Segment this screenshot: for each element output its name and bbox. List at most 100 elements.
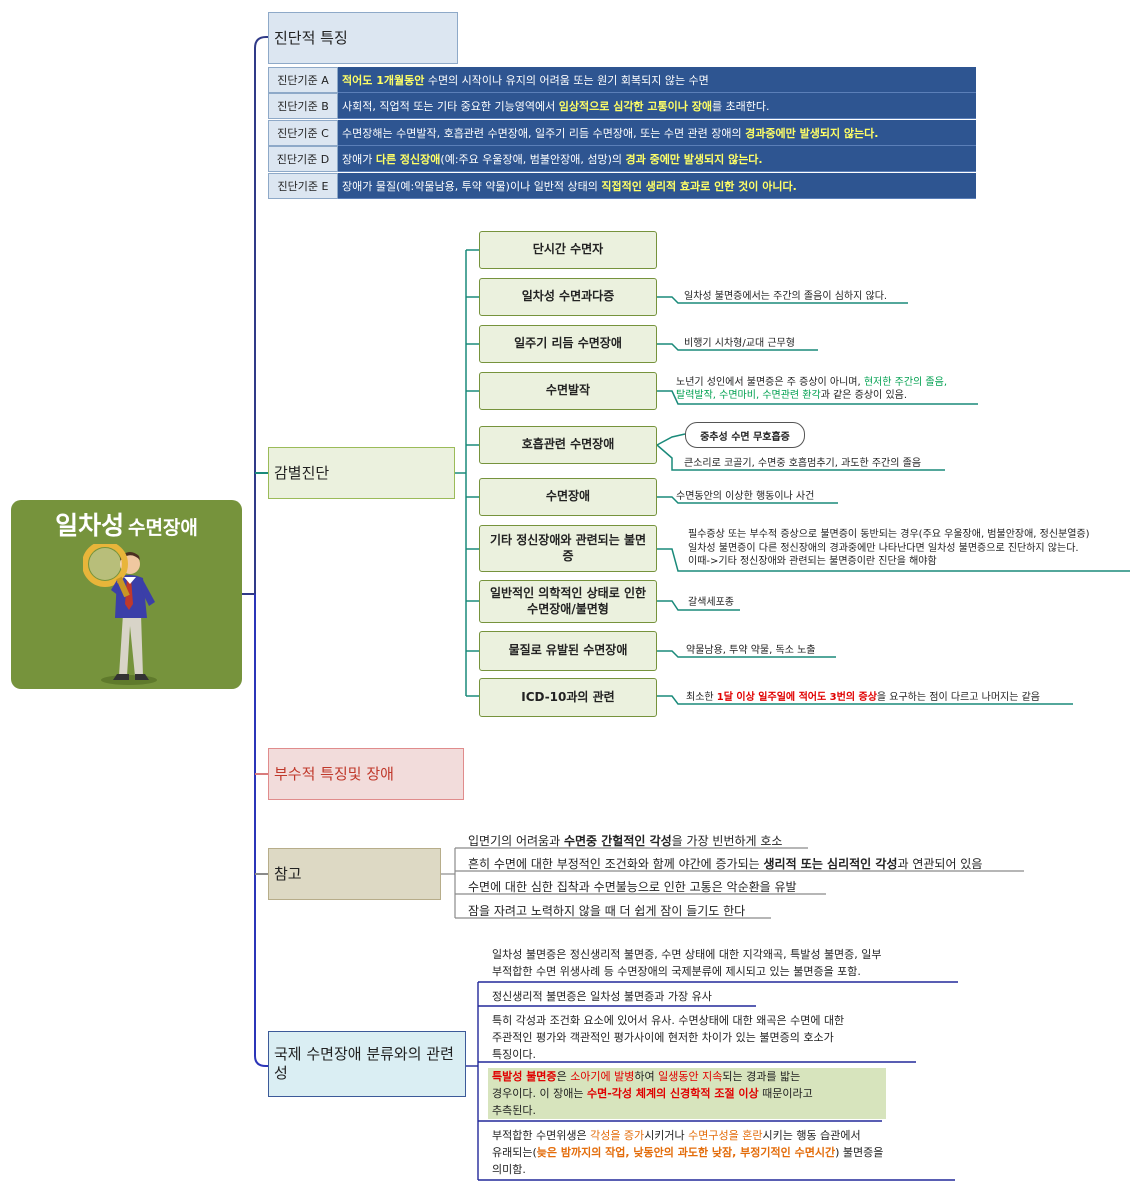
- note-highlight: 탈력발작, 수면마비, 수면관련 환각: [676, 390, 821, 401]
- relation-para-2: 정신생리적 불면증은 일차성 불면증과 가장 유사: [492, 990, 712, 1003]
- note-breathing: 큰소리로 코골기, 수면중 호흡멈추기, 과도한 주간의 졸음: [684, 458, 922, 469]
- sub-label: 단시간 수면자: [532, 242, 604, 257]
- businessman-magnifier-icon: [83, 544, 157, 685]
- rel-text: 은: [556, 1070, 571, 1083]
- note-hypersomnia: 일차성 불면증에서는 주간의 졸음이 심하지 않다.: [684, 291, 888, 302]
- rel-text: 부적합한 수면위생은: [492, 1129, 591, 1142]
- ref-highlight: 수면중 간헐적인 각성: [563, 834, 672, 848]
- note-parasomnia: 수면동안의 이상한 행동이나 사건: [676, 491, 815, 502]
- icsd-relation-title: 국제 수면장애 분류와의 관련성: [274, 1045, 454, 1082]
- criterion-text: 장애가 물질(예:약물남용, 투약 약물)이나 일반적 상태의 직접적인 생리적…: [338, 173, 976, 199]
- rel-line: 부적합한 수면 위생사례 등 수면장애의 국제분류에 제시되고 있는 불면증을 …: [492, 965, 861, 979]
- criterion-label: 진단기준 D: [268, 146, 338, 172]
- rel-highlight: 늦은 밤까지의 작업, 낮동안의 과도한 낮잠, 부정기적인 수면시간: [536, 1146, 836, 1160]
- rel-highlight: 각성을 증가: [590, 1129, 645, 1142]
- sub-label: 기타 정신장애와 관련되는 불면증: [489, 532, 647, 563]
- sub-breathing[interactable]: 호흡관련 수면장애: [479, 426, 657, 464]
- relation-para-1: 일차성 불면증은 정신생리적 불면증, 수면 상태에 대한 지각왜곡, 특발성 …: [492, 946, 882, 980]
- note-line: 이때->기타 정신장애와 관련되는 불면증이란 진단을 해야함: [688, 556, 937, 567]
- criterion-label: 진단기준 C: [268, 120, 338, 146]
- rel-highlight: 수면-각성 체계의 신경학적 조절 이상: [586, 1087, 759, 1101]
- criterion-segment: 수면의 시작이나 유지의 어려움 또는 원기 회복되지 않는 수면: [424, 73, 709, 87]
- reference-item-4: 잠을 자려고 노력하지 않을 때 더 쉽게 잠이 들기도 한다: [468, 904, 746, 918]
- sub-label: 수면발작: [545, 383, 591, 398]
- icsd-relation-topic[interactable]: 국제 수면장애 분류와의 관련성: [268, 1031, 466, 1097]
- criterion-highlight: 임상적으로 심각한 고통이나 장애: [558, 99, 712, 113]
- sub-label: 수면장애: [545, 489, 591, 504]
- criterion-label: 진단기준 A: [268, 67, 338, 93]
- rel-text: 하여: [634, 1070, 659, 1083]
- note-highlight: 현저한 주간의 졸음,: [863, 377, 947, 388]
- sub-label: 일차성 수면과다증: [521, 289, 615, 304]
- sub-short-sleeper[interactable]: 단시간 수면자: [479, 231, 657, 269]
- criterion-text: 장애가 다른 정신장애(예:주요 우울장애, 범불안장애, 섬망)의 경과 중에…: [338, 146, 976, 172]
- sub-label: 호흡관련 수면장애: [521, 437, 615, 452]
- criterion-highlight: 적어도 1개월동안: [342, 73, 425, 87]
- rel-text: 경우이다. 이 장애는: [492, 1087, 587, 1101]
- ref-text: 과 연관되어 있음: [897, 857, 983, 871]
- sub-label: 일주기 리듬 수면장애: [514, 336, 622, 351]
- note-icd10: 최소한 1달 이상 일주일에 적어도 3번의 증상을 요구하는 점이 다르고 나…: [686, 691, 1040, 704]
- relation-para-5: 부적합한 수면위생은 각성을 증가시키거나 수면구성을 혼란시키는 행동 습관에…: [492, 1127, 883, 1178]
- criterion-label: 진단기준 E: [268, 173, 338, 199]
- rel-highlight: 수면구성을 혼란: [688, 1129, 763, 1142]
- criterion-segment: 장애가 물질(예:약물남용, 투약 약물)이나 일반적 상태의: [342, 179, 602, 193]
- reference-item-2: 흔히 수면에 대한 부정적인 조건화와 함께 야간에 증가되는 생리적 또는 심…: [468, 855, 982, 872]
- rel-highlight: 소아기에 발병: [570, 1070, 635, 1083]
- criterion-text: 사회적, 직업적 또는 기타 중요한 기능영역에서 임상적으로 심각한 고통이나…: [338, 93, 976, 119]
- rel-highlight: 특발성 불면증: [492, 1070, 557, 1083]
- criterion-segment: 를 초래한다.: [711, 99, 770, 113]
- associated-features-topic[interactable]: 부수적 특징및 장애: [268, 748, 464, 800]
- root-title-sub: 수면장애: [127, 517, 198, 539]
- rel-line: 특히 각성과 조건화 요소에 있어서 유사. 수면상태에 대한 왜곡은 수면에 …: [492, 1014, 845, 1027]
- note-other-mental: 필수증상 또는 부수적 증상으로 불면증이 동반되는 경우(주요 우울장애, 범…: [688, 528, 1090, 569]
- root-title: 일차성 수면장애: [11, 506, 242, 542]
- criterion-highlight: 경과중에만 발생되지 않는다.: [745, 126, 879, 140]
- criterion-label: 진단기준 B: [268, 93, 338, 119]
- sub-substance[interactable]: 물질로 유발된 수면장애: [479, 631, 657, 671]
- sub-label: 물질로 유발된 수면장애: [508, 643, 628, 658]
- criterion-highlight: 경과 중에만 발생되지 않는다.: [625, 152, 763, 166]
- note-highlight: 1달 이상 일주일에 적어도 3번의 증상: [716, 692, 877, 703]
- note-text: 최소한: [686, 692, 717, 703]
- criterion-text: 수면장해는 수면발작, 호흡관련 수면장애, 일주기 리듬 수면장애, 또는 수…: [338, 120, 976, 146]
- criterion-segment: 수면장해는 수면발작, 호흡관련 수면장애, 일주기 리듬 수면장애, 또는 수…: [342, 126, 746, 140]
- reference-topic[interactable]: 참고: [268, 848, 441, 900]
- diagnostic-features-topic[interactable]: 진단적 특징: [268, 12, 458, 64]
- rel-line: 특징이다.: [492, 1048, 536, 1062]
- criterion-text: 적어도 1개월동안 수면의 시작이나 유지의 어려움 또는 원기 회복되지 않는…: [338, 67, 976, 93]
- sub-narcolepsy[interactable]: 수면발작: [479, 372, 657, 410]
- differential-topic[interactable]: 감별진단: [268, 447, 455, 499]
- root-topic[interactable]: 일차성 수면장애: [11, 500, 242, 689]
- reference-item-3: 수면에 대한 심한 집착과 수면불능으로 인한 고통은 악순환을 유발: [468, 880, 797, 894]
- note-circadian: 비행기 시차형/교대 근무형: [684, 338, 795, 349]
- callout-central-apnea[interactable]: 중추성 수면 무호흡증: [685, 422, 805, 448]
- root-title-main: 일차성: [55, 511, 125, 540]
- criterion-highlight: 직접적인 생리적 효과로 인한 것이 아니다.: [601, 179, 797, 193]
- sub-circadian[interactable]: 일주기 리듬 수면장애: [479, 325, 657, 363]
- reference-item-1: 입면기의 어려움과 수면중 간헐적인 각성을 가장 빈번하게 호소: [468, 832, 782, 849]
- sub-hypersomnia[interactable]: 일차성 수면과다증: [479, 278, 657, 316]
- sub-other-mental[interactable]: 기타 정신장애와 관련되는 불면증: [479, 525, 657, 572]
- rel-line: 의미함.: [492, 1163, 526, 1177]
- reference-title: 참고: [274, 864, 302, 883]
- sub-label: ICD-10과의 관련: [521, 689, 615, 704]
- sub-medical[interactable]: 일반적인 의학적인 상태로 인한 수면장애/불면형: [479, 580, 657, 623]
- rel-highlight: 일생동안 지속: [658, 1070, 723, 1083]
- note-line: 일차성 불면증이 다른 정신장애의 경과중에만 나타난다면 일차성 불면증으로 …: [688, 542, 1079, 554]
- rel-text: 유래되는(: [492, 1146, 537, 1160]
- sub-parasomnia[interactable]: 수면장애: [479, 478, 657, 516]
- rel-line: 일차성 불면증은 정신생리적 불면증, 수면 상태에 대한 지각왜곡, 특발성 …: [492, 948, 882, 961]
- criterion-segment: 장애가: [342, 152, 376, 166]
- relation-para-4: 특발성 불면증은 소아기에 발병하여 일생동안 지속되는 경과를 밟는 경우이다…: [488, 1068, 886, 1119]
- criterion-row[interactable]: 진단기준 C 수면장해는 수면발작, 호흡관련 수면장애, 일주기 리듬 수면장애…: [268, 120, 976, 146]
- sub-icd10[interactable]: ICD-10과의 관련: [479, 678, 657, 717]
- note-substance: 약물남용, 투약 약물, 독소 노출: [686, 645, 816, 656]
- ref-highlight: 생리적 또는 심리적인 각성: [763, 857, 898, 871]
- note-line: 필수증상 또는 부수적 증상으로 불면증이 동반되는 경우(주요 우울장애, 범…: [688, 529, 1090, 540]
